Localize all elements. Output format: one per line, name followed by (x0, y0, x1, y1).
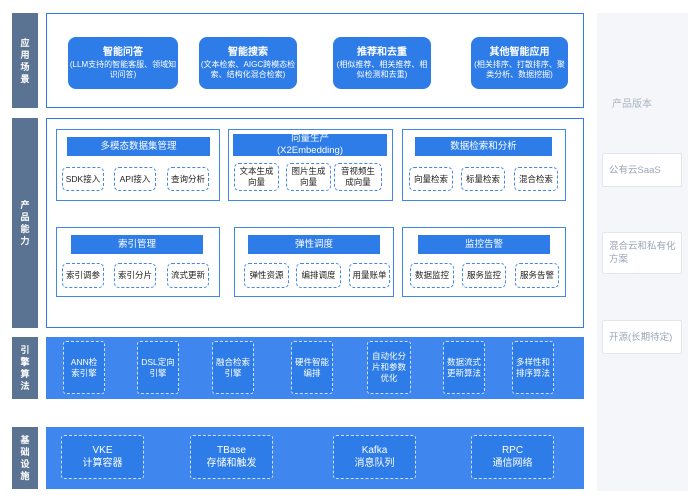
group-title-sub: (X2Embedding) (276, 145, 343, 156)
infra-desc: 消息队列 (354, 458, 395, 469)
sub-item: 音视频生成向量 (334, 163, 382, 191)
infra-name: Kafka (361, 445, 388, 456)
sub-item: 索引调参 (62, 263, 104, 288)
sub-item: 服务告警 (515, 263, 559, 288)
infra-name: RPC (501, 445, 524, 456)
group-title: 向量生产 (X2Embedding) (233, 133, 387, 156)
sub-item: 标量检索 (461, 167, 505, 191)
group-title: 监控告警 (418, 235, 550, 254)
product-version-item: 公有云SaaS (602, 153, 682, 187)
sub-item: 服务监控 (462, 263, 506, 288)
infra-desc: 存储和触发 (206, 458, 257, 469)
app-desc: (文本检索、AIGC跨模态检索、结构化混合检索) (200, 60, 296, 79)
sub-item: 用量账单 (349, 263, 390, 288)
app-desc: (相似推荐、相关推荐、相似检测和去重) (336, 60, 428, 79)
side-label-infra: 基础设施 (12, 427, 38, 489)
sub-item: SDK接入 (62, 167, 104, 191)
product-version-title: 产品版本 (612, 99, 652, 110)
sub-item: 数据监控 (410, 263, 454, 288)
side-label-engine: 引擎算法 (12, 337, 38, 399)
app-title: 智能搜索 (228, 47, 268, 58)
infra-name: VKE (92, 445, 113, 456)
app-card-qa: 智能问答 (LLM支持的智能客服、领域知识问答) (68, 37, 178, 89)
engine-item: 多样性和排序算法 (512, 341, 554, 394)
group-title: 弹性调度 (248, 235, 380, 254)
product-version-item: 混合云和私有化方案 (602, 232, 682, 274)
infra-desc: 计算容器 (82, 458, 123, 469)
app-desc: (LLM支持的智能客服、领域知识问答) (69, 60, 177, 79)
side-label-application: 应用场景 (12, 13, 38, 108)
infra-item: RPC 通信网络 (471, 435, 554, 479)
infra-item: TBase 存储和触发 (190, 435, 273, 479)
engine-item: 数据流式更新算法 (443, 341, 485, 394)
infra-item: Kafka 消息队列 (333, 435, 416, 479)
app-title: 智能问答 (103, 47, 143, 58)
sub-item: 图片生成向量 (286, 163, 331, 191)
app-card-search: 智能搜索 (文本检索、AIGC跨模态检索、结构化混合检索) (199, 37, 297, 89)
group-title: 数据检索和分析 (415, 137, 552, 156)
group-title: 索引管理 (71, 235, 203, 254)
sub-item: 文本生成向量 (234, 163, 279, 191)
engine-item: 融合检索引擎 (212, 341, 254, 394)
group-title: 多模态数据集管理 (67, 137, 210, 156)
app-desc: (相关排序、打散排序、聚类分析、数据挖掘) (474, 60, 565, 79)
infra-name: TBase (217, 445, 246, 456)
engine-item: DSL定向引擎 (137, 341, 179, 394)
infra-desc: 通信网络 (492, 458, 533, 469)
sub-item: API接入 (114, 167, 156, 191)
sub-item: 向量检索 (409, 167, 453, 191)
engine-item: 硬件智能编排 (291, 341, 333, 394)
sub-item: 索引分片 (114, 263, 156, 288)
sub-item: 编排调度 (296, 263, 341, 288)
sub-item: 查询分析 (167, 167, 209, 191)
engine-item: ANN检索引擎 (63, 341, 105, 394)
group-title-main: 向量生产 (290, 133, 329, 144)
sub-item: 流式更新 (167, 263, 209, 288)
app-title: 推荐和去重 (357, 47, 407, 58)
engine-item: 自动化分片和参数优化 (367, 341, 411, 394)
app-card-other: 其他智能应用 (相关排序、打散排序、聚类分析、数据挖掘) (471, 37, 568, 89)
app-title: 其他智能应用 (489, 47, 550, 58)
sub-item: 混合检索 (514, 167, 558, 191)
sub-item: 弹性资源 (244, 263, 289, 288)
product-version-item: 开源(长期待定) (602, 320, 682, 354)
infra-item: VKE 计算容器 (61, 435, 144, 479)
app-card-recommend: 推荐和去重 (相似推荐、相关推荐、相似检测和去重) (333, 37, 431, 89)
side-label-product: 产品能力 (12, 118, 38, 328)
